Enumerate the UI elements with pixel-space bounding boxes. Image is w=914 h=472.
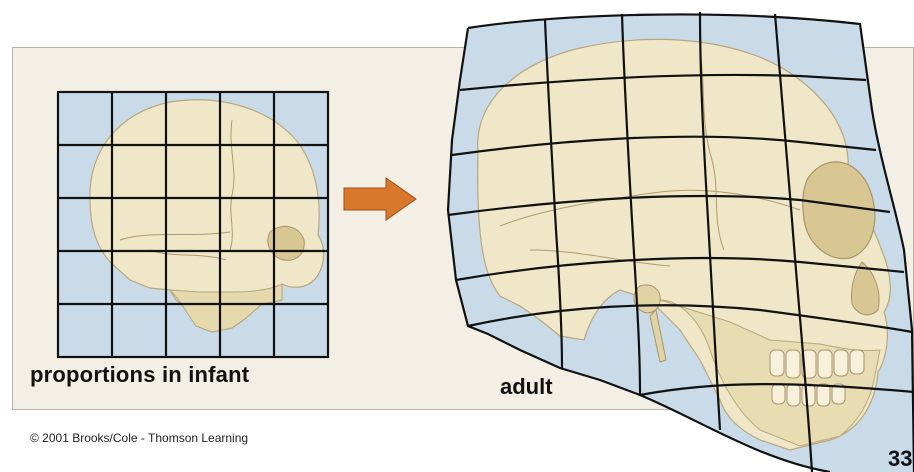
adult-grid <box>448 12 914 472</box>
infant-proportions-label: proportions in infant <box>30 362 249 388</box>
infant-grid <box>58 92 328 357</box>
transformation-arrow <box>344 178 416 220</box>
adult-label: adult <box>500 374 553 400</box>
page-number: 33 <box>888 446 912 472</box>
copyright-notice: © 2001 Brooks/Cole - Thomson Learning <box>30 431 248 445</box>
